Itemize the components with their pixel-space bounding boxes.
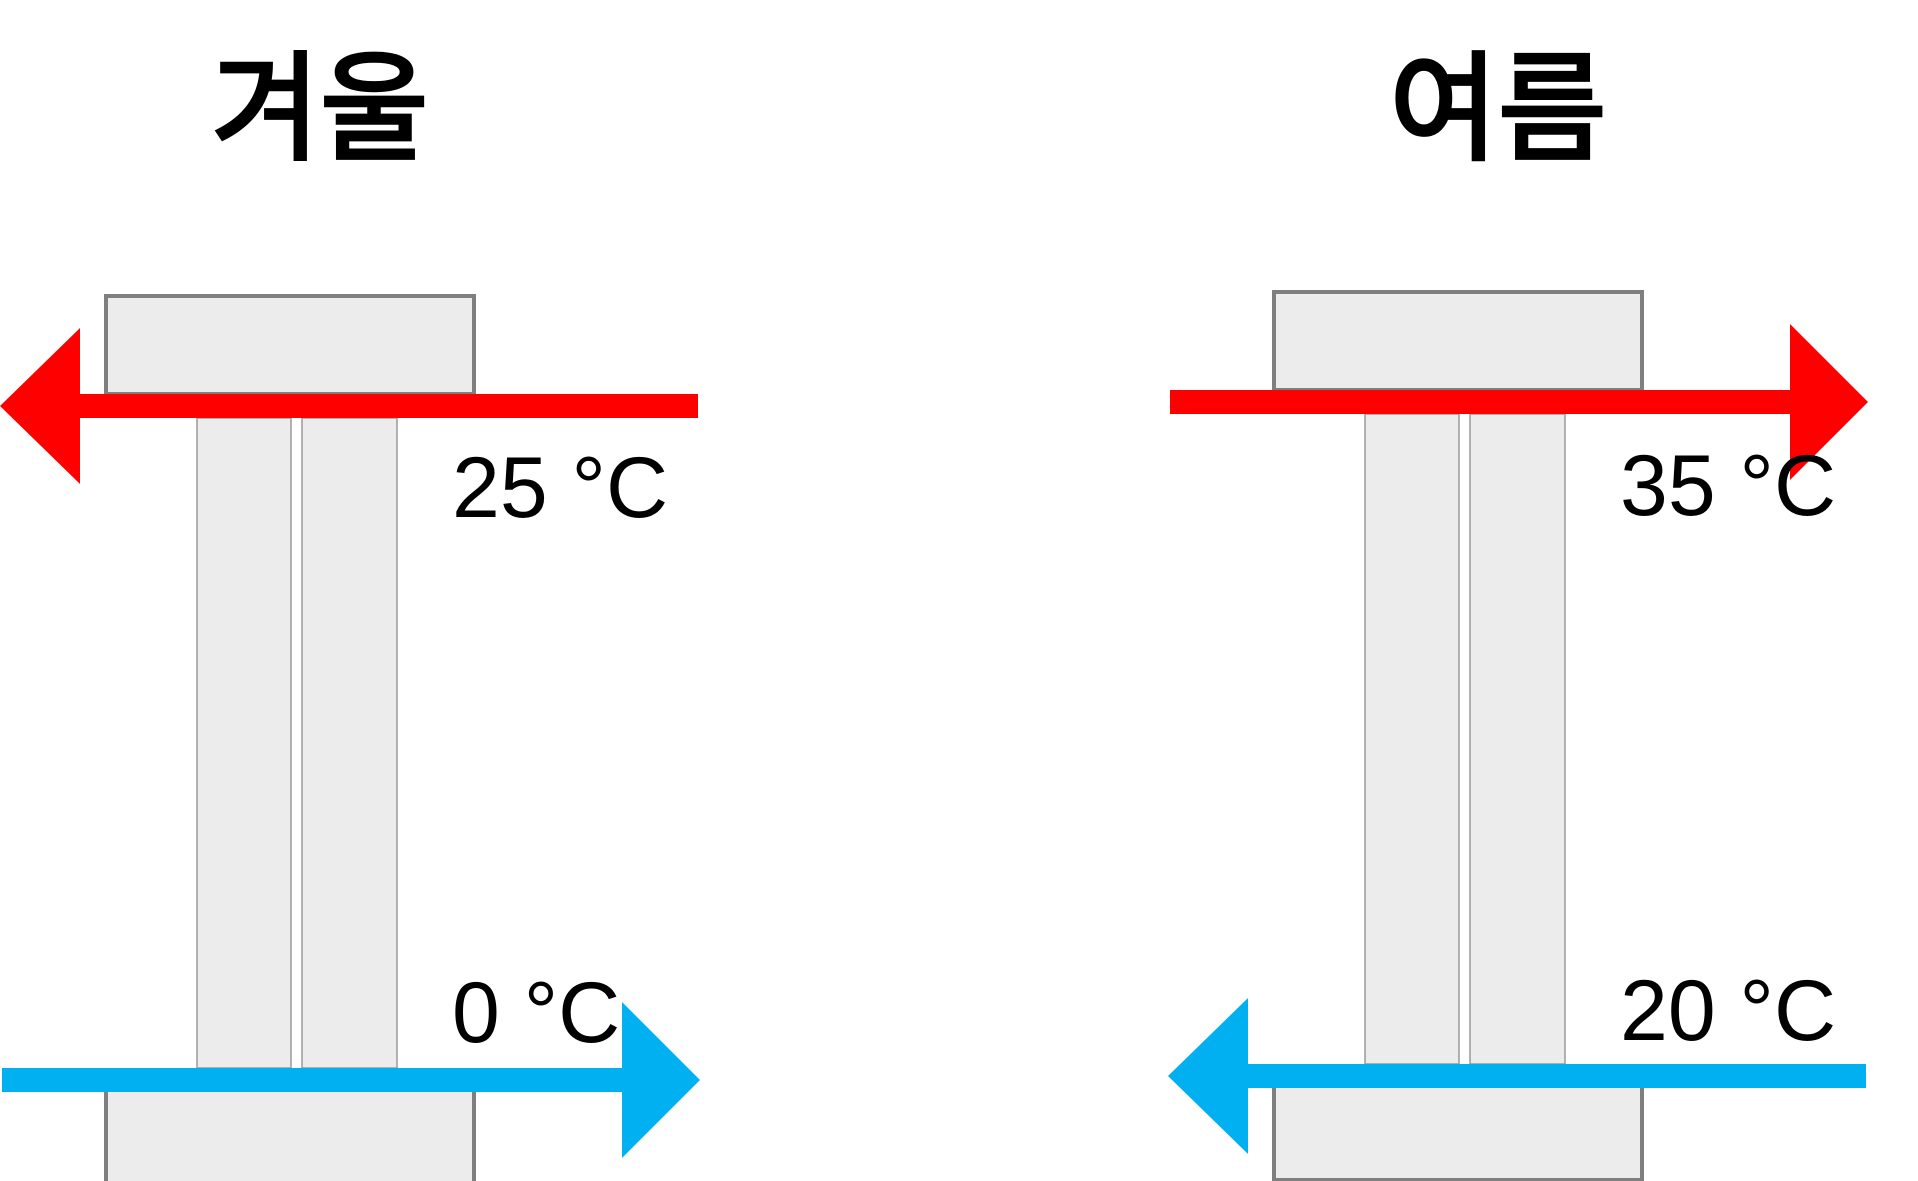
winter-top-flow-head <box>0 328 80 484</box>
summer-panel: 여름 35 °C 20 °C <box>1168 40 1868 1181</box>
summer-bottom-plate <box>1272 1084 1644 1181</box>
winter-bottom-flow-arrow <box>2 1002 700 1158</box>
winter-title: 겨울 <box>211 40 428 178</box>
winter-top-plate <box>104 294 476 396</box>
winter-bottom-temperature: 0 °C <box>452 965 620 1061</box>
summer-top-flow-arrow <box>1170 324 1868 480</box>
summer-right-column <box>1469 413 1566 1065</box>
summer-bottom-flow-arrow <box>1168 998 1866 1154</box>
summer-left-column <box>1364 413 1460 1065</box>
winter-right-column <box>301 417 398 1069</box>
winter-bottom-flow-shaft <box>2 1068 628 1092</box>
winter-bottom-plate <box>104 1088 476 1181</box>
summer-bottom-temperature: 20 °C <box>1620 963 1836 1059</box>
winter-top-temperature: 25 °C <box>452 440 668 536</box>
summer-top-temperature: 35 °C <box>1620 438 1836 534</box>
winter-top-flow-shaft <box>76 394 698 418</box>
summer-bottom-flow-head <box>1168 998 1248 1154</box>
winter-panel: 겨울 25 °C 0 °C <box>0 40 700 1181</box>
winter-top-flow-arrow <box>0 328 698 484</box>
summer-top-plate <box>1272 290 1644 392</box>
winter-bottom-flow-head <box>622 1002 700 1158</box>
summer-top-flow-head <box>1790 324 1868 480</box>
summer-title: 여름 <box>1389 40 1606 178</box>
summer-top-flow-shaft <box>1170 390 1796 414</box>
winter-left-column <box>196 417 292 1069</box>
summer-bottom-flow-shaft <box>1244 1064 1866 1088</box>
